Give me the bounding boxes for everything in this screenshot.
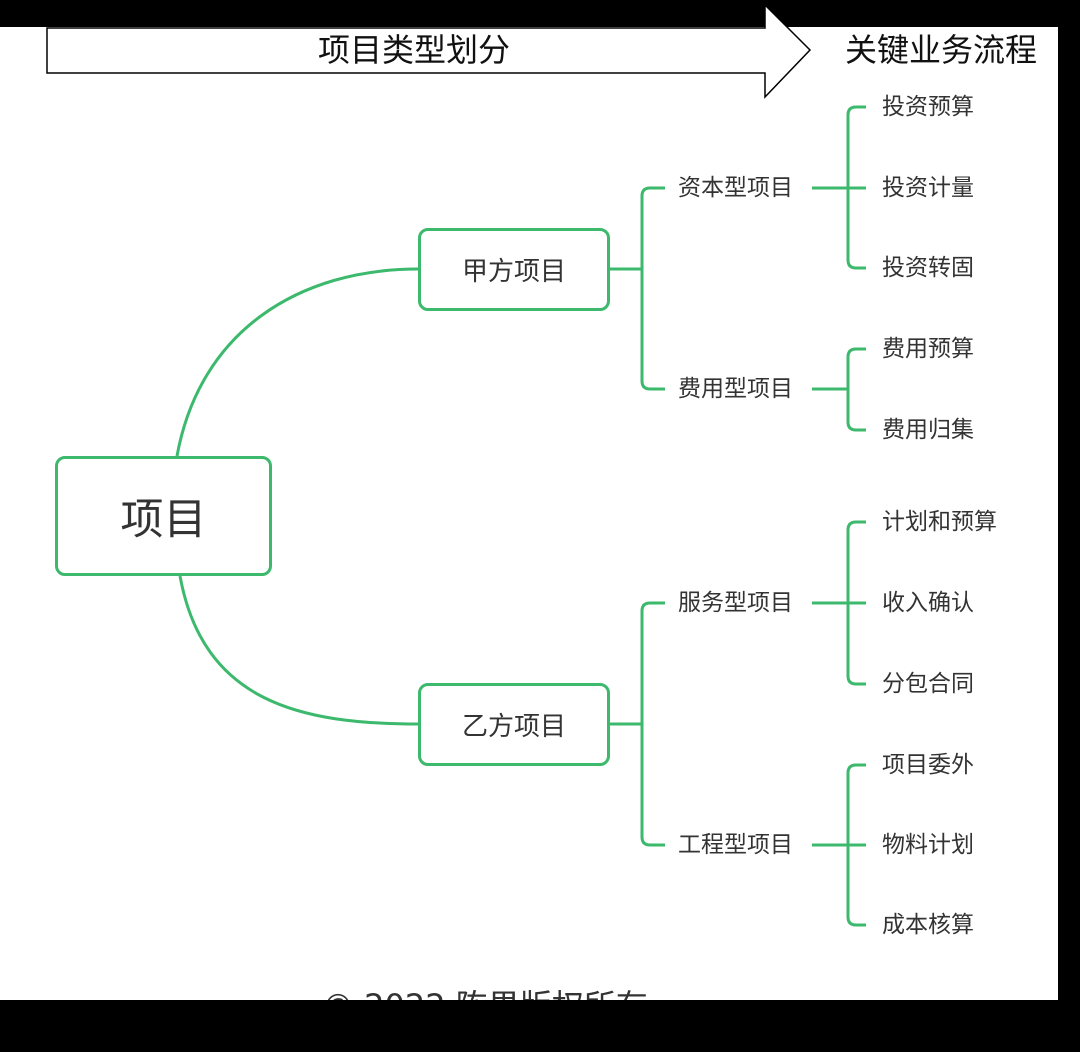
process-investment-measurement: 投资计量 — [882, 175, 974, 201]
type-node-expense-project: 费用型项目 — [678, 376, 793, 402]
bracket-engineering-project — [846, 763, 866, 927]
process-expense-budget: 费用预算 — [882, 336, 974, 362]
process-revenue-recognition: 收入确认 — [882, 590, 974, 616]
bracket-contractor-project — [640, 601, 665, 847]
process-expense-collection: 费用归集 — [882, 417, 974, 443]
branch-node-client-project: 甲方项目 — [418, 228, 610, 311]
process-project-outsourcing: 项目委外 — [882, 752, 974, 778]
process-column-title: 关键业务流程 — [845, 31, 1038, 69]
curve-root-to-client-project — [175, 267, 419, 457]
arrow-label: 项目类型划分 — [318, 31, 511, 69]
branch-node-contractor-project: 乙方项目 — [418, 683, 610, 766]
bracket-capital-project — [846, 105, 866, 270]
bracket-expense-project — [846, 347, 866, 432]
process-cost-accounting: 成本核算 — [882, 912, 974, 938]
process-material-planning: 物料计划 — [882, 832, 974, 858]
process-investment-capitalization: 投资转固 — [882, 255, 974, 281]
process-investment-budget: 投资预算 — [882, 94, 974, 120]
type-node-engineering-project: 工程型项目 — [678, 832, 793, 858]
bracket-service-project — [846, 520, 866, 686]
frame-top-bar — [0, 0, 1080, 27]
root-node: 项目 — [55, 456, 272, 576]
bracket-client-project — [640, 186, 665, 391]
frame-bottom-bar — [0, 1000, 1080, 1052]
type-node-capital-project: 资本型项目 — [678, 175, 793, 201]
frame-right-bar — [1058, 0, 1080, 1052]
process-subcontract: 分包合同 — [882, 671, 974, 697]
process-plan-and-budget: 计划和预算 — [882, 509, 997, 535]
curve-root-to-contractor-project — [178, 575, 419, 726]
type-node-service-project: 服务型项目 — [678, 590, 793, 616]
category-arrow — [46, 3, 812, 99]
